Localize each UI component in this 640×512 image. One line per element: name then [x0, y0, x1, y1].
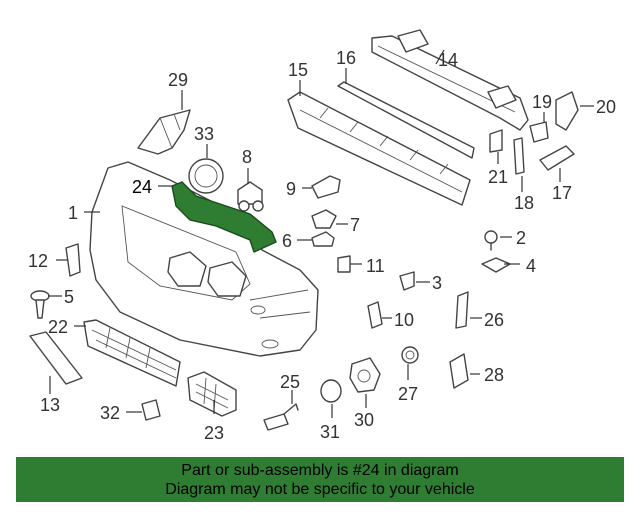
callout-25: 25: [280, 372, 300, 392]
part-4-nut: [481, 257, 511, 273]
part-1-bumper-cover: [89, 161, 319, 357]
callout-6: 6: [282, 231, 292, 251]
callout-3: 3: [432, 273, 442, 293]
callout-15: 15: [288, 60, 308, 80]
callout-26: 26: [484, 310, 504, 330]
callout-1: 1: [68, 203, 78, 223]
part-30-sensor: [349, 357, 381, 393]
callout-32: 32: [100, 403, 120, 423]
part-6-bracket: [311, 231, 335, 247]
parts-diagram: 1 2 3 4 5 6 7 8 9 10 11 12 13 14 15 16 1…: [28, 29, 616, 443]
part-13-plate-bracket: [29, 331, 83, 385]
part-9-cap: [311, 175, 341, 199]
part-2-screw: [484, 230, 498, 251]
part-5-rivet: [30, 290, 50, 319]
callout-9: 9: [286, 179, 296, 199]
callout-23: 23: [204, 423, 224, 443]
callout-8: 8: [242, 147, 252, 167]
callout-31: 31: [320, 422, 340, 442]
callout-18: 18: [514, 193, 534, 213]
part-22-grille: [83, 319, 181, 387]
part-29-bracket: [137, 109, 191, 155]
part-16-strip: [337, 81, 475, 159]
part-7-cover: [311, 209, 337, 229]
banner-line-1: Part or sub-assembly is #24 in diagram: [181, 461, 459, 479]
part-32-clip: [141, 399, 161, 421]
part-11-nut: [337, 255, 351, 273]
callout-28: 28: [484, 365, 504, 385]
callout-20: 20: [596, 97, 616, 117]
leader-lines: [48, 49, 594, 418]
part-23-fog-grille: [187, 371, 237, 417]
callout-21: 21: [488, 167, 508, 187]
callout-14: 14: [438, 50, 458, 70]
part-12-bracket: [65, 243, 81, 277]
callout-7: 7: [350, 215, 360, 235]
part-15-energy-absorber: [287, 91, 471, 206]
part-25-sensor: [263, 403, 299, 431]
part-17-block: [539, 145, 575, 171]
part-27-sensor: [401, 346, 419, 364]
callout-labels: 1 2 3 4 5 6 7 8 9 10 11 12 13 14 15 16 1…: [28, 48, 616, 443]
callout-33: 33: [194, 124, 214, 144]
part-26-strip: [455, 291, 469, 329]
part-18-strip: [513, 137, 525, 175]
callout-29: 29: [168, 70, 188, 90]
part-28-bracket: [449, 353, 469, 389]
callout-17: 17: [552, 183, 572, 203]
callout-16: 16: [336, 48, 356, 68]
callout-2: 2: [516, 228, 526, 248]
info-banner: Part or sub-assembly is #24 in diagram D…: [16, 457, 624, 502]
part-33-emblem: [188, 158, 224, 194]
part-20-bracket: [555, 91, 579, 131]
callout-24: 24: [132, 177, 152, 197]
part-14-bumper-beam: [371, 29, 529, 131]
part-21-bracket: [489, 129, 503, 153]
callout-22: 22: [48, 317, 68, 337]
callout-10: 10: [394, 310, 414, 330]
callout-19: 19: [532, 92, 552, 112]
callout-30: 30: [354, 410, 374, 430]
callout-12: 12: [28, 251, 48, 271]
callout-11: 11: [366, 256, 385, 276]
banner-line-2: Diagram may not be specific to your vehi…: [165, 480, 475, 498]
callout-5: 5: [64, 287, 74, 307]
part-10-bracket: [367, 301, 383, 329]
part-19-clip: [529, 121, 549, 143]
callout-27: 27: [398, 384, 418, 404]
part-8-clip: [237, 181, 264, 212]
callout-4: 4: [526, 256, 536, 276]
part-24-cross-member: [171, 181, 277, 253]
part-31-grommet: [320, 379, 342, 403]
part-3-clip: [399, 271, 415, 291]
callout-13: 13: [40, 395, 60, 415]
